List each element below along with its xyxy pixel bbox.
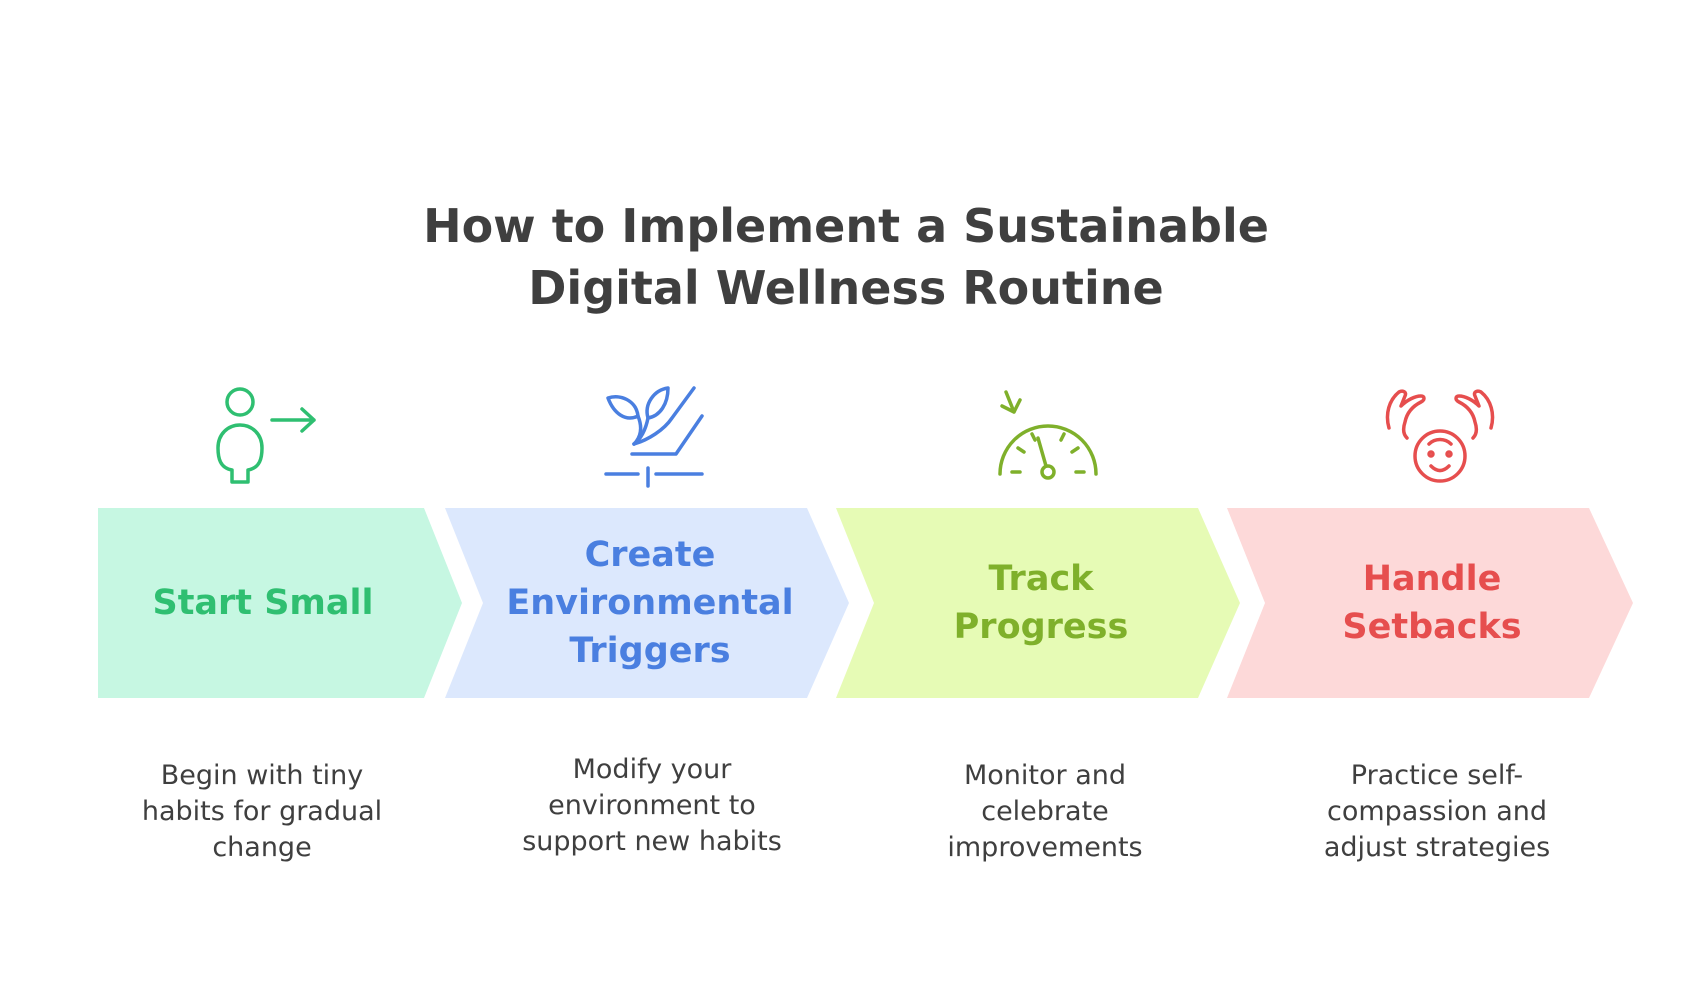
step-description: Modify your environment to support new h… [522,754,782,857]
step-label: Handle Setbacks [1342,559,1522,647]
chevron-shape [445,508,849,698]
caring-hands-icon [1385,382,1495,492]
step-description: Practice self-compassion and adjust stra… [1323,760,1551,863]
plant-growth-icon [598,382,708,492]
step-label: Start Small [152,583,374,623]
diagram-title: How to Implement a Sustainable Digital W… [0,195,1692,319]
step-description: Begin with tiny habits for gradual chang… [141,760,383,863]
person-arrow-icon [210,382,320,492]
step-label: Track Progress [953,559,1129,647]
gauge-icon [992,382,1102,492]
step-track-progress: Track Progress [836,508,1244,698]
chevron-shape [98,508,462,698]
title-line-2: Digital Wellness Routine [528,261,1164,315]
chevron-shape [1227,508,1633,698]
step-label: Create Environmental Triggers [506,535,794,671]
step-create-environmental-triggers: Create Environmental Triggers [445,508,853,698]
chevron-shape [836,508,1240,698]
step-handle-setbacks: Handle Setbacks [1227,508,1637,698]
title-line-1: How to Implement a Sustainable [423,199,1269,253]
step-description: Monitor and celebrate improvements [947,760,1143,863]
step-start-small: Start Small [98,508,464,698]
